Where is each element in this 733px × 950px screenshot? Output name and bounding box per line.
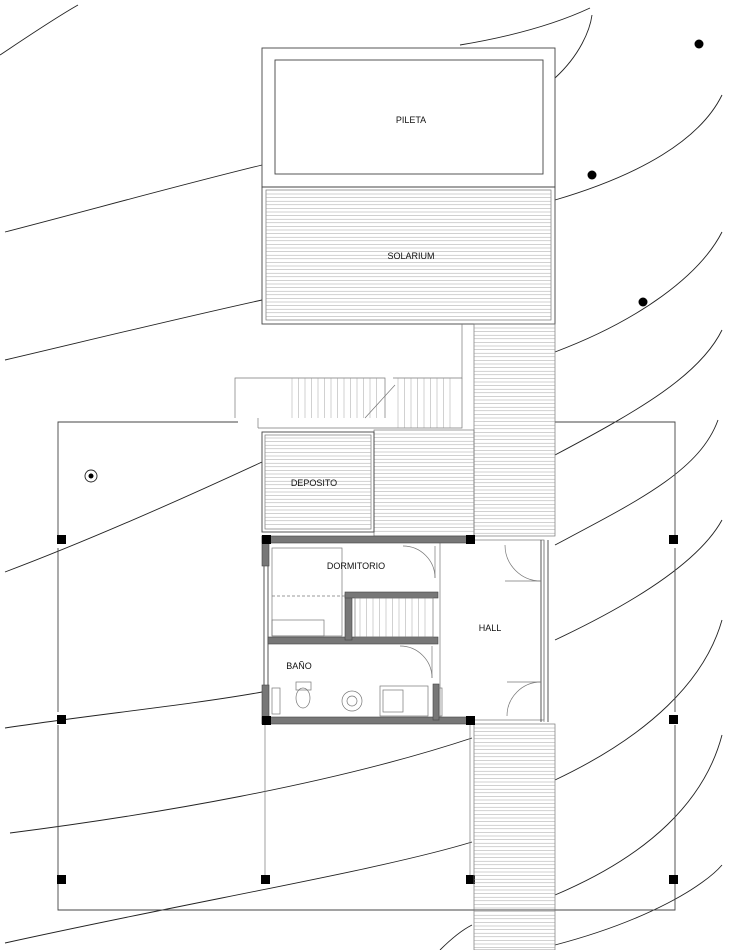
sink-inner xyxy=(346,695,358,707)
shower xyxy=(379,685,429,717)
post xyxy=(57,535,66,544)
pool-label: PILETA xyxy=(396,115,426,125)
deck-boards xyxy=(265,437,371,525)
roof-outline xyxy=(57,421,676,911)
contour-line xyxy=(554,734,723,896)
tree-marker xyxy=(694,39,704,49)
contour-line xyxy=(4,841,473,944)
stair-treads xyxy=(291,378,451,428)
contour-line xyxy=(459,7,591,46)
deck-boards xyxy=(474,727,555,948)
contour-line xyxy=(439,924,473,950)
post xyxy=(57,715,66,724)
solarium-deck xyxy=(261,186,556,325)
wall xyxy=(261,716,475,725)
post xyxy=(669,875,678,884)
post xyxy=(57,875,66,884)
contour-line xyxy=(554,419,719,546)
post xyxy=(669,535,678,544)
post xyxy=(261,875,270,884)
contour-line xyxy=(554,519,723,641)
tree-marker-ring xyxy=(84,469,98,483)
bathroom-label: BAÑO xyxy=(286,661,312,671)
house xyxy=(261,535,549,725)
sink xyxy=(341,690,363,712)
wall xyxy=(261,535,475,544)
door-swing xyxy=(504,544,542,582)
tree-marker xyxy=(638,297,648,307)
post xyxy=(466,535,475,544)
tree-marker xyxy=(88,473,94,479)
post xyxy=(669,715,678,724)
bedroom-label: DORMITORIO xyxy=(327,561,385,571)
post xyxy=(466,716,475,725)
contour-line xyxy=(554,231,723,353)
walkway-north xyxy=(373,323,556,537)
toilet xyxy=(295,681,312,691)
post xyxy=(262,535,271,544)
door-swing xyxy=(402,545,436,579)
hall-label: HALL xyxy=(479,623,502,633)
contour-line xyxy=(9,737,473,834)
post xyxy=(262,716,271,725)
wall xyxy=(344,593,353,641)
solarium-label: SOLARIUM xyxy=(387,251,434,261)
deck-boards xyxy=(474,327,555,534)
contour-line xyxy=(554,619,723,781)
terrain-contours xyxy=(0,4,723,950)
contour-line xyxy=(4,691,263,729)
structural-posts xyxy=(57,535,678,884)
storage-room xyxy=(261,431,375,533)
tree-markers xyxy=(84,39,704,483)
door-swing xyxy=(399,645,433,679)
deck-boards xyxy=(374,433,474,532)
contour-line xyxy=(0,4,79,56)
room-labels: PILETA SOLARIUM DEPOSITO DORMITORIO HALL… xyxy=(286,115,501,671)
door-swing xyxy=(506,681,542,717)
contour-line xyxy=(554,864,723,946)
storage-label: DEPOSITO xyxy=(291,478,337,488)
exterior-stairs xyxy=(234,324,463,429)
contour-line xyxy=(4,164,263,233)
contour-line xyxy=(4,461,263,573)
contour-line xyxy=(554,94,723,201)
contour-line xyxy=(4,299,263,361)
wall xyxy=(344,591,439,599)
post xyxy=(466,875,475,884)
walkway-south xyxy=(473,723,556,950)
tree-marker xyxy=(587,170,597,180)
stair-treads xyxy=(359,598,426,637)
toilet-bowl xyxy=(295,687,311,709)
wall xyxy=(267,636,439,645)
contour-line xyxy=(554,329,723,456)
deck-boards xyxy=(266,193,551,317)
contour-line xyxy=(554,14,593,79)
